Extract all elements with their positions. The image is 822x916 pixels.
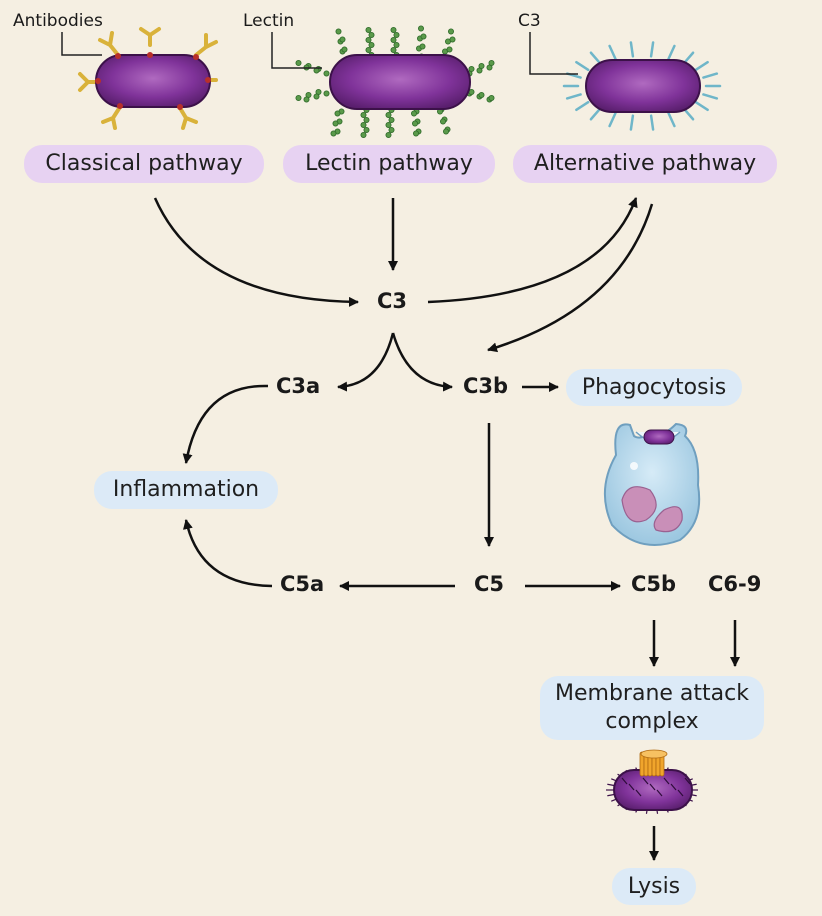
lectin-pathway-label: Lectin pathway — [283, 145, 495, 183]
node-c3: C3 — [377, 289, 408, 313]
callout-lines — [61, 32, 578, 75]
node-c3b: C3b — [463, 374, 509, 398]
classical-pathway-label: Classical pathway — [24, 145, 264, 183]
mac-label-line2: complex — [605, 709, 699, 734]
lysis-label: Lysis — [612, 868, 696, 905]
bacterium-lectin-icon — [295, 25, 495, 138]
callout-lectin: Lectin — [243, 11, 295, 31]
node-c6-9: C6-9 — [708, 572, 762, 596]
lysed-bacterium-icon — [606, 749, 698, 814]
arrow-alternative-to-c3b — [487, 203, 654, 353]
node-c3a: C3a — [276, 374, 321, 398]
inflammation-label: Inflammation — [94, 471, 278, 509]
bacterium-antibodies-icon — [78, 27, 218, 130]
phagocyte-icon — [603, 422, 701, 546]
node-c5: C5 — [474, 572, 505, 596]
arrow-c3-to-alternative — [427, 197, 638, 304]
arrows — [153, 197, 740, 861]
callout-c3: C3 — [518, 11, 541, 31]
node-c5a: C5a — [280, 572, 325, 596]
arrow-classical-to-c3 — [153, 197, 359, 307]
membrane-attack-complex-label: Membrane attack complex — [540, 676, 764, 740]
mac-label-line1: Membrane attack — [555, 681, 749, 706]
arrow-c5a-to-inflammation — [183, 519, 273, 588]
arrow-c3a-to-inflammation — [182, 384, 269, 464]
callout-antibodies: Antibodies — [13, 11, 103, 31]
alternative-pathway-label: Alternative pathway — [513, 145, 777, 183]
arrow-c3-to-c3b — [391, 332, 453, 392]
phagocytosis-label: Phagocytosis — [566, 369, 742, 406]
arrow-c3-to-c3a — [337, 332, 395, 392]
bacterium-c3-icon — [562, 41, 722, 131]
node-c5b: C5b — [631, 572, 677, 596]
